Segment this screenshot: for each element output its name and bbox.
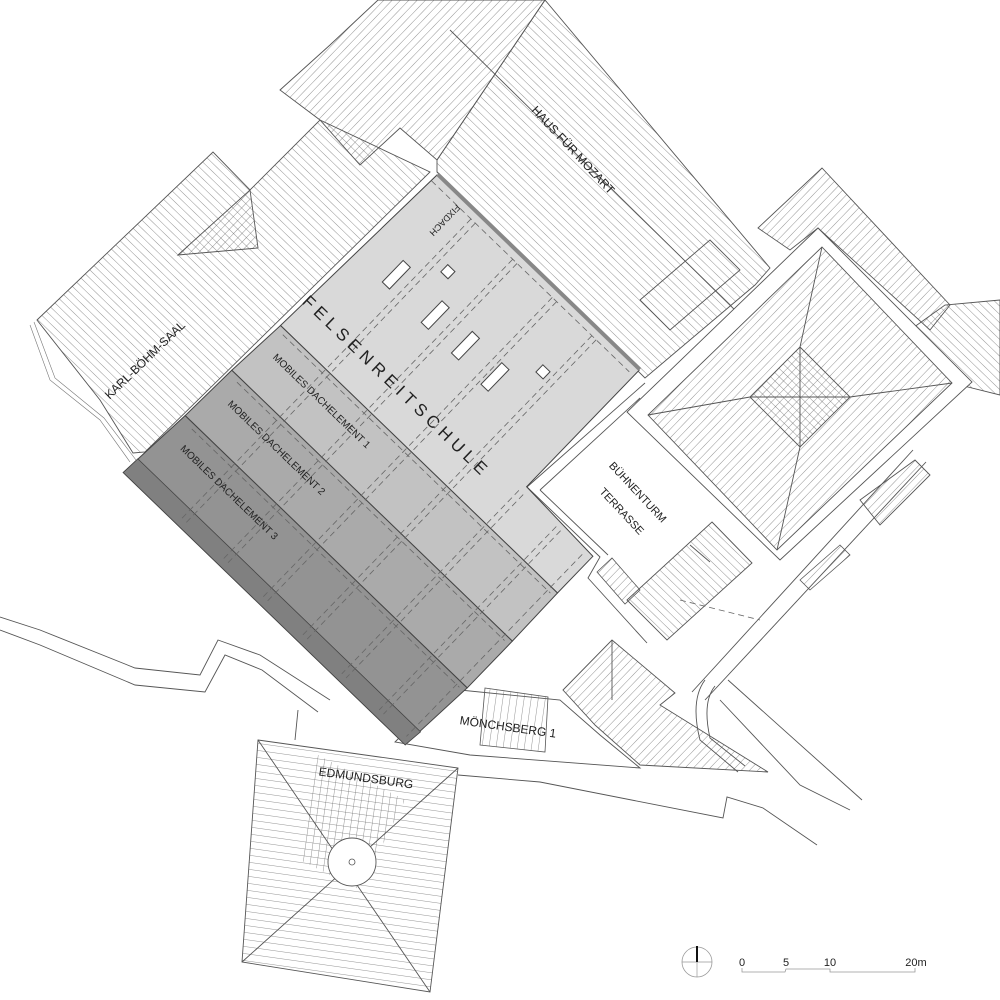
edmundsburg-roof xyxy=(241,739,459,993)
skylight xyxy=(381,259,412,290)
skylight xyxy=(440,263,456,280)
scale-bar: 0 5 10 20m xyxy=(739,957,927,973)
paths-and-walls xyxy=(0,616,863,846)
north-arrow-icon xyxy=(681,946,713,978)
buehnenturm-roof xyxy=(626,167,1000,561)
skylight xyxy=(450,330,481,361)
structural-grid xyxy=(181,180,630,737)
skylight xyxy=(480,361,510,392)
terrace-outline xyxy=(526,382,927,701)
felsenreitschule-roof: FIXDACH FELSENREITSCHULE MOBILES DACHELE… xyxy=(122,172,642,746)
element-3-edge-band xyxy=(122,458,422,746)
scale-tick-label: 5 xyxy=(783,957,789,969)
skylights xyxy=(381,259,551,392)
karl-boehm-saal-roof xyxy=(29,0,546,463)
scale-tick-label: 20m xyxy=(905,957,926,969)
skylight xyxy=(420,300,450,331)
scale-tick-label: 0 xyxy=(739,957,745,969)
scale-tick-label: 10 xyxy=(824,957,836,969)
fixdach-edge xyxy=(436,172,642,371)
haus-fuer-mozart-roof xyxy=(436,0,771,379)
skylight xyxy=(535,364,551,380)
label-buehnenturm: BÜHNENTURM xyxy=(606,460,668,525)
